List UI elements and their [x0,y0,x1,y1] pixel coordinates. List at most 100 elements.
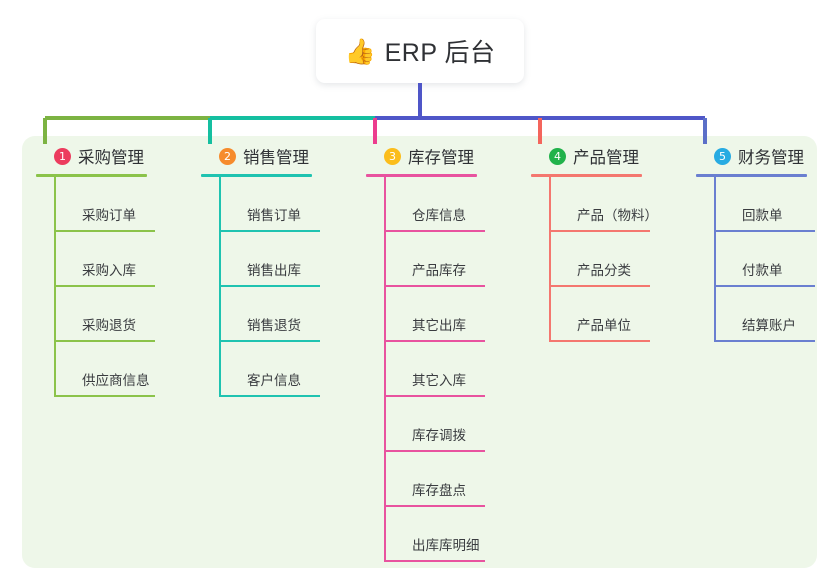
leaf-node-label: 库存调拨 [412,428,466,443]
leaf-node[interactable]: 付款单 [714,232,815,287]
column-header-采购管理[interactable]: 1 采购管理 [36,144,147,168]
leaf-node-underline [714,230,815,232]
root-node-erp-backend[interactable]: 👍 ERP 后台 [316,19,524,83]
leaf-node-underline [384,340,485,342]
leaf-node[interactable]: 仓库信息 [384,177,485,232]
column-underline [696,174,807,177]
leaf-node[interactable]: 产品库存 [384,232,485,287]
column-badge-1: 1 [54,147,71,165]
leaf-node[interactable]: 采购入库 [54,232,155,287]
column-header-库存管理[interactable]: 3 库存管理 [366,144,477,168]
column-spine [219,177,221,397]
leaf-node[interactable]: 产品单位 [549,287,650,342]
leaf-node[interactable]: 产品分类 [549,232,650,287]
leaf-node-label: 产品单位 [577,318,631,333]
leaf-node-underline [384,505,485,507]
column-title-label: 采购管理 [78,149,144,167]
leaf-node[interactable]: 其它出库 [384,287,485,342]
leaf-node-label: 其它入库 [412,373,466,388]
column-spine [384,177,386,562]
leaf-node[interactable]: 客户信息 [219,342,320,397]
leaf-node-underline [219,285,320,287]
leaf-node[interactable]: 出库库明细 [384,507,485,562]
leaf-node[interactable]: 回款单 [714,177,815,232]
column-title-label: 产品管理 [573,149,639,167]
column-underline [366,174,477,177]
leaf-node-underline [219,395,320,397]
leaf-node-label: 其它出库 [412,318,466,333]
leaf-node-underline [219,230,320,232]
leaf-node-label: 仓库信息 [412,208,466,223]
column-spine [714,177,716,342]
leaf-node-underline [219,340,320,342]
column-header-财务管理[interactable]: 5 财务管理 [696,144,807,168]
leaf-node-underline [384,230,485,232]
leaf-node[interactable]: 销售出库 [219,232,320,287]
column-items: 产品（物料） 产品分类产品单位 [549,177,658,342]
column-财务管理: 5 财务管理回款单付款单结算账户 [696,144,815,342]
leaf-node-label: 供应商信息 [82,373,150,388]
leaf-node-label: 销售退货 [247,318,301,333]
column-销售管理: 2 销售管理销售订单销售出库销售退货客户信息 [201,144,320,397]
leaf-node-underline [54,395,155,397]
column-underline [36,174,147,177]
leaf-node[interactable]: 销售订单 [219,177,320,232]
column-items: 采购订单采购入库采购退货供应商信息 [54,177,155,397]
leaf-node[interactable]: 结算账户 [714,287,815,342]
leaf-node[interactable]: 库存盘点 [384,452,485,507]
leaf-node-label: 产品分类 [577,263,631,278]
leaf-node-label: 客户信息 [247,373,301,388]
branches-panel [22,136,817,568]
leaf-node-label: 销售订单 [247,208,301,223]
leaf-node-underline [384,560,485,562]
column-badge-2: 2 [219,147,236,165]
leaf-node-label: 付款单 [742,263,783,278]
column-spine [54,177,56,397]
leaf-node-label: 采购退货 [82,318,136,333]
leaf-node-label: 采购订单 [82,208,136,223]
leaf-node-underline [384,395,485,397]
leaf-node[interactable]: 采购退货 [54,287,155,342]
column-库存管理: 3 库存管理仓库信息产品库存其它出库其它入库库存调拨库存盘点出库库明细 [366,144,485,562]
leaf-node-label: 产品（物料） [577,208,658,223]
column-underline [531,174,642,177]
column-产品管理: 4 产品管理产品（物料） 产品分类产品单位 [531,144,658,342]
leaf-node-underline [54,340,155,342]
leaf-node-underline [384,450,485,452]
leaf-node-underline [384,285,485,287]
column-badge-3: 3 [384,147,401,165]
column-items: 仓库信息产品库存其它出库其它入库库存调拨库存盘点出库库明细 [384,177,485,562]
leaf-node-label: 采购入库 [82,263,136,278]
leaf-node[interactable]: 销售退货 [219,287,320,342]
leaf-node-label: 库存盘点 [412,483,466,498]
leaf-node-label: 回款单 [742,208,783,223]
leaf-node-underline [549,230,650,232]
column-header-产品管理[interactable]: 4 产品管理 [531,144,642,168]
column-items: 销售订单销售出库销售退货客户信息 [219,177,320,397]
column-badge-5: 5 [714,147,731,165]
leaf-node[interactable]: 供应商信息 [54,342,155,397]
leaf-node-underline [54,285,155,287]
leaf-node[interactable]: 产品（物料） [549,177,658,232]
leaf-node[interactable]: 其它入库 [384,342,485,397]
column-采购管理: 1 采购管理采购订单采购入库采购退货供应商信息 [36,144,155,397]
column-underline [201,174,312,177]
leaf-node-underline [54,230,155,232]
thumbs-up-icon: 👍 [344,36,376,66]
leaf-node-underline [714,285,815,287]
leaf-node[interactable]: 库存调拨 [384,397,485,452]
leaf-node[interactable]: 采购订单 [54,177,155,232]
column-badge-4: 4 [549,147,566,165]
column-header-销售管理[interactable]: 2 销售管理 [201,144,312,168]
column-spine [549,177,551,342]
column-title-label: 财务管理 [738,149,804,167]
column-items: 回款单付款单结算账户 [714,177,815,342]
leaf-node-underline [714,340,815,342]
leaf-node-label: 产品库存 [412,263,466,278]
leaf-node-label: 销售出库 [247,263,301,278]
root-node-label: ERP 后台 [384,39,496,67]
leaf-node-underline [549,340,650,342]
leaf-node-label: 出库库明细 [412,538,480,553]
column-title-label: 库存管理 [408,149,474,167]
column-title-label: 销售管理 [243,149,309,167]
